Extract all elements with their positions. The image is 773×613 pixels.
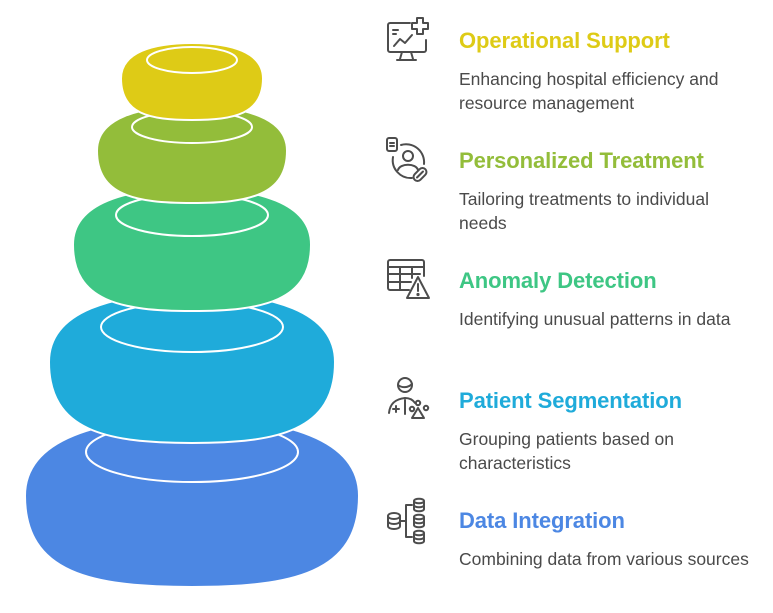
level-title: Operational Support <box>459 28 670 53</box>
level-patient-segmentation: Patient Segmentation Grouping patients b… <box>382 374 773 484</box>
level-description: Enhancing hospital efficiency and resour… <box>459 69 719 113</box>
level-description: Tailoring treatments to individual needs <box>459 189 709 233</box>
level-description: Grouping patients based on characteristi… <box>459 429 675 473</box>
torus-operational-support <box>119 41 265 122</box>
torus-body <box>71 186 313 313</box>
patient-groups-icon <box>384 376 434 426</box>
level-title: Patient Segmentation <box>459 388 682 413</box>
torus-patient-segmentation <box>47 291 337 445</box>
level-title: Data Integration <box>459 508 625 533</box>
torus-body <box>47 291 337 445</box>
level-operational-support: Operational Support Enhancing hospital e… <box>382 14 773 124</box>
table-warning-icon <box>384 256 434 306</box>
torus-hole-ring <box>146 46 238 74</box>
level-anomaly-detection: Anomaly Detection Identifying unusual pa… <box>382 254 773 364</box>
level-title: Personalized Treatment <box>459 148 704 173</box>
database-merge-icon <box>384 496 434 546</box>
monitor-chart-plus-icon <box>384 16 434 66</box>
level-description: Combining data from various sources <box>459 549 749 569</box>
level-title: Anomaly Detection <box>459 268 657 293</box>
torus-body <box>119 41 265 122</box>
patient-pill-icon <box>384 136 434 186</box>
level-data-integration: Data Integration Combining data from var… <box>382 494 773 604</box>
level-description: Identifying unusual patterns in data <box>459 309 731 329</box>
torus-stack <box>23 41 361 589</box>
level-personalized-treatment: Personalized Treatment Tailoring treatme… <box>382 134 773 244</box>
torus-anomaly-detection <box>71 186 313 313</box>
